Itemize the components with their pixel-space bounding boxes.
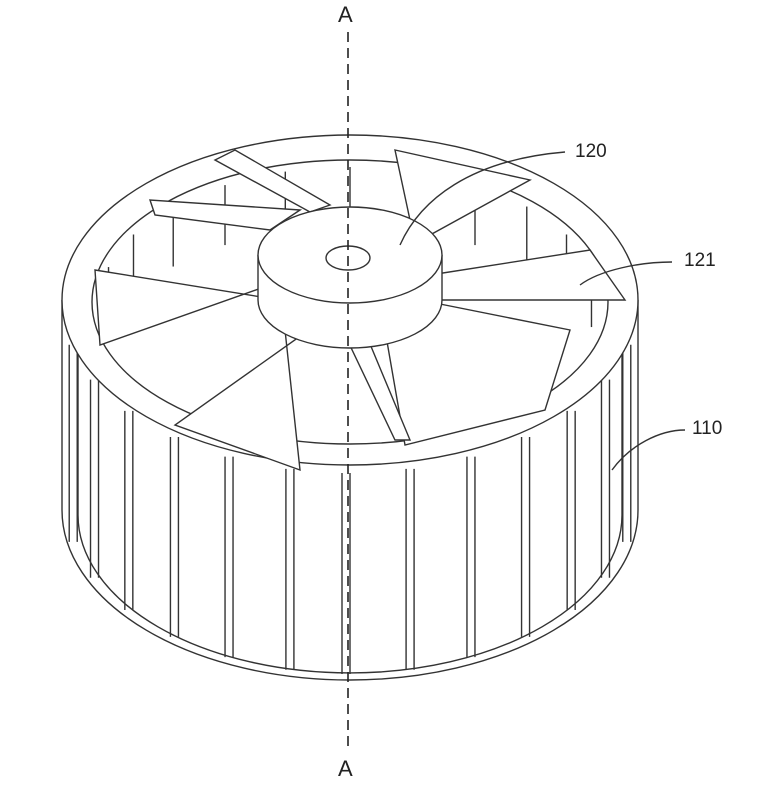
section-label-bottom: A — [338, 756, 353, 781]
rib — [68, 344, 78, 542]
rib — [466, 456, 476, 658]
label-120: 120 — [575, 141, 607, 162]
rib — [285, 468, 295, 670]
leader-110 — [611, 429, 686, 471]
rib — [224, 456, 234, 658]
rib — [89, 379, 100, 578]
rib — [600, 379, 611, 578]
rib — [405, 468, 415, 670]
housing-ribs — [68, 344, 632, 674]
label-110: 110 — [692, 418, 723, 439]
leader-120 — [399, 151, 566, 246]
rib — [520, 437, 531, 637]
leader-121 — [579, 261, 673, 286]
rib — [124, 410, 134, 610]
rib — [341, 473, 351, 674]
rib — [566, 410, 576, 610]
rib — [169, 437, 180, 637]
label-121: 121 — [684, 250, 716, 271]
hub-120 — [257, 206, 443, 349]
rib — [622, 344, 632, 542]
section-label-top: A — [338, 2, 353, 27]
